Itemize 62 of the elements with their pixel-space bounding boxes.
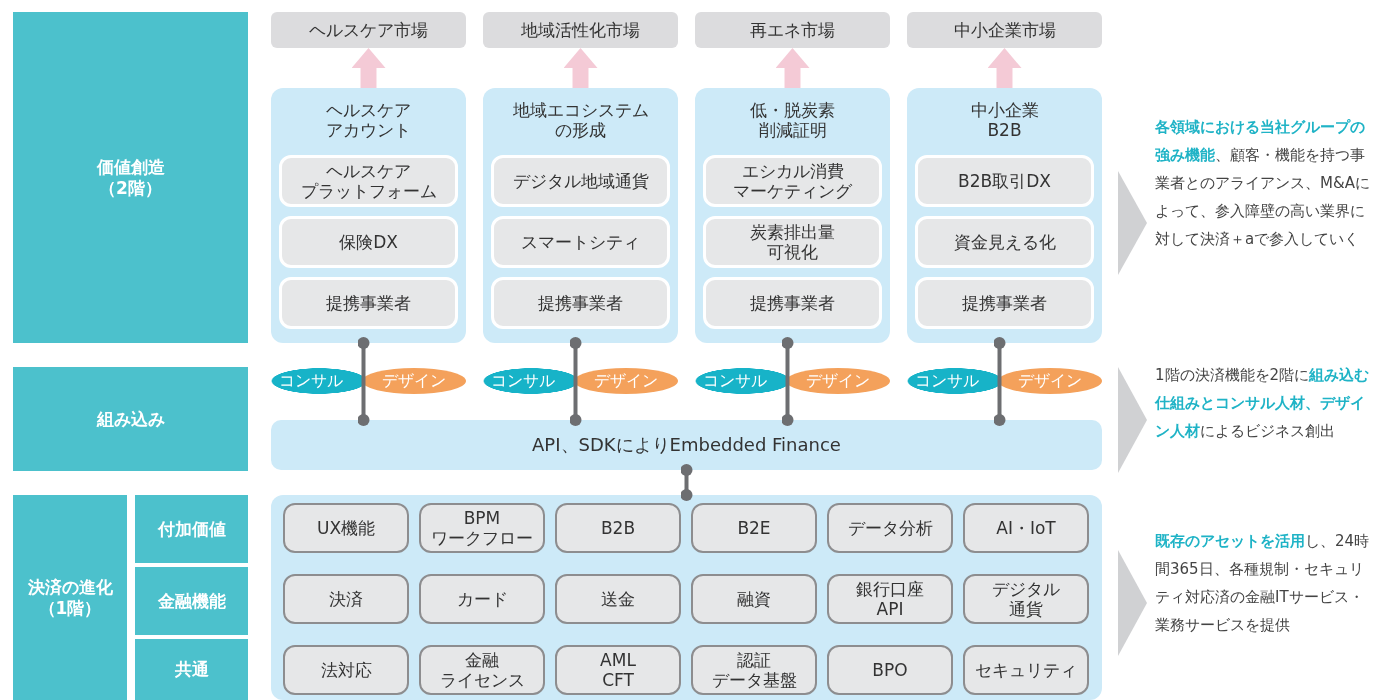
connector-line: [680, 464, 693, 501]
service-tile: デジタル地域通貨: [491, 155, 670, 207]
function-tile: 金融ライセンス: [419, 645, 545, 695]
function-tile: デジタル通貨: [963, 574, 1089, 624]
connector-line: [569, 337, 582, 426]
function-tile: AI・IoT: [963, 503, 1089, 553]
function-tile: B2E: [691, 503, 817, 553]
domain-card: [907, 88, 1102, 343]
function-tile: AML CFT: [555, 645, 681, 695]
function-tile: セキュリティ: [963, 645, 1089, 695]
connector-line: [357, 337, 370, 426]
function-tile: 銀行口座API: [827, 574, 953, 624]
service-tile: 提携事業者: [915, 277, 1094, 329]
block-arrow: [775, 48, 810, 88]
service-tile: 保険DX: [279, 216, 458, 268]
market-label: 中小企業市場: [907, 12, 1102, 48]
market-label: 再エネ市場: [695, 12, 890, 48]
function-tile: データ分析: [827, 503, 953, 553]
platform-panel: [271, 495, 1102, 700]
block-arrow: [351, 48, 386, 88]
service-tile: ヘルスケアプラットフォーム: [279, 155, 458, 207]
function-tile: 法対応: [283, 645, 409, 695]
domain-card: [271, 88, 466, 343]
function-tile: BPM ワークフロー: [419, 503, 545, 553]
function-tile: BPO: [827, 645, 953, 695]
service-tile: 提携事業者: [491, 277, 670, 329]
market-label: ヘルスケア市場: [271, 12, 466, 48]
market-label: 地域活性化市場: [483, 12, 678, 48]
connector-line: [993, 337, 1006, 426]
card-title: 中小企業B2B: [970, 100, 1039, 141]
service-tile: スマートシティ: [491, 216, 670, 268]
description-text: 1階の決済機能を2階に組み込む仕組みとコンサル人材、デザイン人材によるビジネス創出: [1155, 365, 1371, 442]
function-tile: 決済: [283, 574, 409, 624]
api-band: API、SDKによりEmbedded Finance: [271, 420, 1102, 470]
description-text: 既存のアセットを活用し、24時間365日、各種規制・セキュリティ対応済の金融ITサービス・業務サービスを提供: [1155, 531, 1371, 636]
description-text: 各領域における当社グループの強み機能、顧客・機能を持つ事業者とのアライアンス、M&Aによって、参入障壁の高い業界に対して決済＋aで参入していく: [1155, 117, 1371, 250]
layer-label: 組み込み: [13, 367, 248, 471]
domain-card: [695, 88, 890, 343]
connector-line: [781, 337, 794, 426]
block-arrow: [987, 48, 1022, 88]
layer-label: 共通: [135, 639, 248, 700]
function-tile: カード: [419, 574, 545, 624]
card-title: 低・脱炭素削減証明: [750, 100, 835, 141]
layer-label: 決済の進化（1階）: [13, 495, 127, 700]
layer-label: 付加価値: [135, 495, 248, 563]
block-arrow: [563, 48, 598, 88]
domain-card: [483, 88, 678, 343]
card-title: ヘルスケアアカウント: [326, 100, 411, 141]
function-tile: UX機能: [283, 503, 409, 553]
service-tile: B2B取引DX: [915, 155, 1094, 207]
card-title: 地域エコシステムの形成: [512, 100, 649, 141]
function-tile: 融資: [691, 574, 817, 624]
service-tile: 提携事業者: [279, 277, 458, 329]
service-tile: エシカル消費マーケティング: [703, 155, 882, 207]
layer-label: 金融機能: [135, 567, 248, 635]
service-tile: 資金見える化: [915, 216, 1094, 268]
layer-label: 価値創造（2階）: [13, 12, 248, 343]
function-tile: B2B: [555, 503, 681, 553]
service-tile: 炭素排出量可視化: [703, 216, 882, 268]
function-tile: 送金: [555, 574, 681, 624]
function-tile: 認証データ基盤: [691, 645, 817, 695]
service-tile: 提携事業者: [703, 277, 882, 329]
